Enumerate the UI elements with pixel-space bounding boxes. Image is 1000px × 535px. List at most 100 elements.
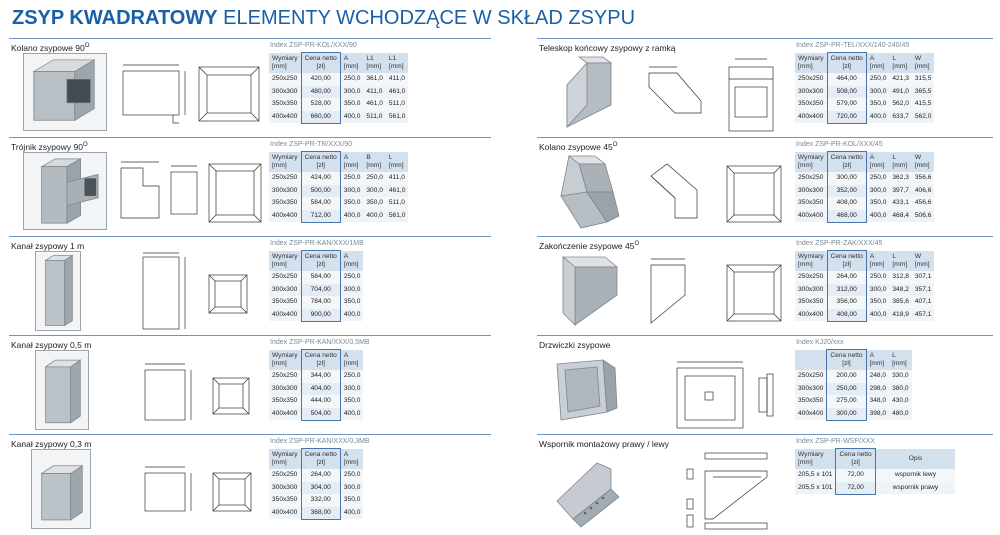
col-header: W[mm] [911, 52, 935, 73]
technical-drawing-kanal-03m [144, 466, 252, 512]
product-photo-kolano-45 [547, 152, 627, 232]
product-title: Zakończenie zsypowe 45O [539, 240, 640, 251]
product-index: Index KJ20/xxx [796, 339, 844, 346]
product-photo-kanal-1m [35, 251, 81, 331]
product-section-trojnik-90: Trójnik zsypowy 90O Index ZSP-PR-TR/XXX/… [9, 137, 491, 236]
technical-drawing-kolano-90 [122, 64, 260, 124]
technical-drawing-drzwiczki [676, 361, 774, 429]
col-header: W[mm] [911, 151, 935, 172]
technical-drawing-kolano-45 [650, 163, 782, 223]
product-section-kanal-03m: Kanał zsypowy 0,3 m Index ZSP-PR-KAN/XXX… [9, 434, 491, 533]
price-table: Wymiary[mm] Cena netto[zł] A[mm] 250x250… [269, 448, 364, 520]
product-photo-teleskop [559, 53, 619, 133]
col-header-price: Cena netto[zł] [826, 151, 867, 172]
col-header: Wymiary[mm] [269, 151, 302, 172]
product-index: Index ZSP-PR-KAN/XXX/0,3MB [270, 438, 370, 445]
technical-drawing-kanal-05m [144, 363, 250, 421]
col-header-price: Cena netto[zł] [300, 52, 341, 73]
product-section-kolano-90: Kolano zsypowe 90O Index ZSP-PR-KOL/XXX/… [9, 38, 491, 137]
price-table: Wymiary[mm] Cena netto[zł] A[mm] B[mm] L… [269, 151, 409, 223]
product-index: Index ZSP-PR-TR/XXX/90 [270, 141, 353, 148]
col-header: Wymiary[mm] [269, 448, 302, 469]
product-photo-wspornik [551, 449, 627, 529]
col-header-price: Cena netto[zł] [826, 52, 867, 73]
col-header: A[mm] [866, 349, 890, 370]
col-header: L1[mm] [363, 52, 386, 73]
product-section-kanal-1m: Kanał zsypowy 1 m Index ZSP-PR-KAN/XXX/1… [9, 236, 491, 335]
product-title: Kanał zsypowy 0,5 m [11, 339, 92, 350]
product-title: Teleskop końcowy zsypowy z ramką [539, 42, 676, 53]
product-photo-trojnik-90 [23, 152, 107, 230]
page-title: ZSYP KWADRATOWY ELEMENTY WCHODZĄCE W SKŁ… [12, 4, 635, 32]
product-index: Index ZSP-PR-KOL/XXX/90 [270, 42, 357, 49]
col-header: A[mm] [340, 448, 364, 469]
product-title: Drzwiczki zsypowe [539, 339, 611, 350]
product-section-drzwiczki: Drzwiczki zsypowe Index KJ20/xxx Cena ne… [537, 335, 993, 434]
col-header: A[mm] [340, 250, 364, 271]
product-photo-zakonczenie-45 [547, 251, 627, 331]
col-header: L[mm] [889, 52, 912, 73]
page-title-bold: ZSYP KWADRATOWY [12, 7, 218, 29]
technical-drawing-kanal-1m [142, 252, 248, 330]
col-header: Wymiary[mm] [795, 448, 836, 469]
product-index: Index ZSP-PR-KAN/XXX/0,5MB [270, 339, 370, 346]
col-header: Wymiary[mm] [269, 250, 302, 271]
product-title: Kolano zsypowe 45O [539, 141, 618, 152]
col-header: L1[mm] [385, 52, 409, 73]
product-photo-kanal-05m [35, 350, 89, 430]
col-header: Wymiary[mm] [795, 52, 828, 73]
product-title: Trójnik zsypowy 90O [11, 141, 88, 152]
col-header: L[mm] [385, 151, 409, 172]
col-header: A[mm] [866, 52, 890, 73]
product-title: Kolano zsypowe 90O [11, 42, 90, 53]
col-header-price: Cena netto[zł] [300, 151, 341, 172]
right-column: Teleskop końcowy zsypowy z ramką Index Z… [537, 38, 993, 533]
product-index: Index ZSP-PR-KAN/XXX/1MB [270, 240, 364, 247]
price-table: Wymiary[mm] Cena netto[zł] A[mm] 250x250… [269, 349, 364, 421]
col-header: A[mm] [340, 349, 364, 370]
technical-drawing-trojnik-90 [120, 161, 262, 223]
col-header: L[mm] [889, 250, 912, 271]
col-header: A[mm] [340, 52, 364, 73]
col-header-price: Cena netto[zł] [300, 448, 341, 469]
col-header: Opis [875, 448, 956, 469]
product-index: Index ZSP-PR-WSP/XXX [796, 438, 875, 445]
col-header: B[mm] [363, 151, 386, 172]
technical-drawing-zakonczenie-45 [650, 258, 782, 324]
product-index: Index ZSP-PR-ZAK/XXX/45 [796, 240, 883, 247]
product-section-kolano-45: Kolano zsypowe 45O Index ZSP-PR-KOL/XXX/… [537, 137, 993, 236]
price-table: Wymiary[mm] Cena netto[zł] A[mm] L[mm] W… [795, 52, 935, 124]
product-index: Index ZSP-PR-TEL/XXX/140-240/45 [796, 42, 910, 49]
col-header: A[mm] [340, 151, 364, 172]
product-title: Wspornik montażowy prawy / lewy [539, 438, 669, 449]
col-header: W[mm] [911, 250, 935, 271]
